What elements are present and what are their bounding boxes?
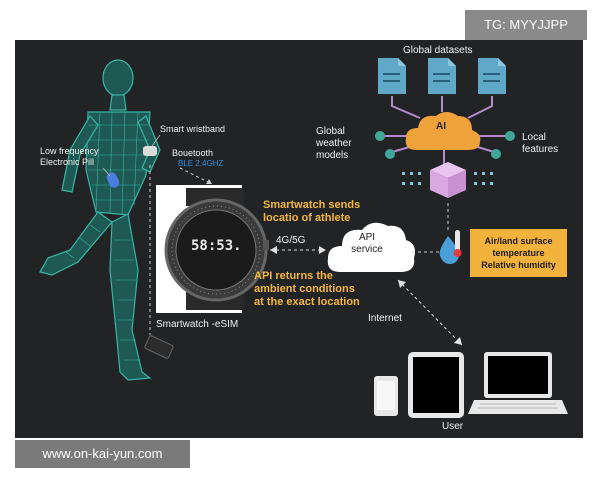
global-weather-models-label-2: weather [316, 138, 352, 149]
ai-cloud-icon [405, 112, 481, 150]
user-label: User [442, 421, 464, 432]
global-weather-models-label-3: models [316, 150, 349, 161]
air-conditions-box: Air/land surface temperature Relative hu… [470, 229, 567, 277]
tablet-icon [408, 352, 464, 418]
api-returns-label-1: API returns the [254, 270, 333, 282]
dataset-doc-icons [378, 58, 506, 94]
data-cube-icon [430, 162, 466, 198]
smartwatch-sends-label-2: locatio of athlete [263, 212, 351, 224]
service-label: service [351, 244, 383, 255]
pill-icon [106, 172, 120, 188]
athlete-figure [39, 59, 161, 381]
global-datasets-label: Global datasets [403, 45, 473, 56]
laptop-icon [468, 352, 568, 414]
global-weather-models-label-1: Global [316, 126, 345, 137]
bluetooth-label: Bouetooth [172, 148, 214, 158]
api-service-label: API service [332, 232, 402, 256]
api-label: API [358, 232, 376, 243]
temperature-label: temperature [492, 248, 545, 258]
api-returns-label-3: at the exact location [254, 296, 360, 308]
smartwatch-esim-label: Smartwatch -eSIM [156, 319, 239, 330]
foot-sensor-icon [144, 335, 174, 359]
smart-wristband-label: Smart wristband [160, 124, 226, 134]
watch-time-display: 58:53. [191, 238, 242, 254]
wristband-icon [143, 146, 157, 156]
local-features-label-2: features [522, 144, 559, 155]
air-land-label: Air/land surface [484, 236, 553, 246]
thermometer-icon [455, 230, 460, 252]
humidity-drop-icon [439, 236, 460, 264]
local-features-label-1: Local [522, 132, 546, 143]
low-frequency-label: Low frequency [40, 146, 99, 156]
smartwatch-sends-label-1: Smartwatch sends [263, 199, 361, 211]
phone-icon [374, 376, 398, 416]
humidity-label: Relative humidity [481, 260, 556, 270]
api-returns-label-2: ambient conditions [254, 283, 355, 295]
ble-label: BLE 2.4GHZ [178, 159, 224, 168]
api-cloud-icon [327, 222, 415, 272]
smartwatch-icon [156, 185, 269, 313]
top-watermark: TG: MYYJJPP [465, 10, 587, 40]
internet-label: Internet [368, 313, 402, 324]
bottom-watermark: www.on-kai-yun.com [15, 440, 190, 468]
network-label: 4G/5G [276, 235, 306, 246]
ai-label: AI [436, 121, 446, 132]
electronic-pill-label: Electronic Pill [40, 157, 95, 167]
